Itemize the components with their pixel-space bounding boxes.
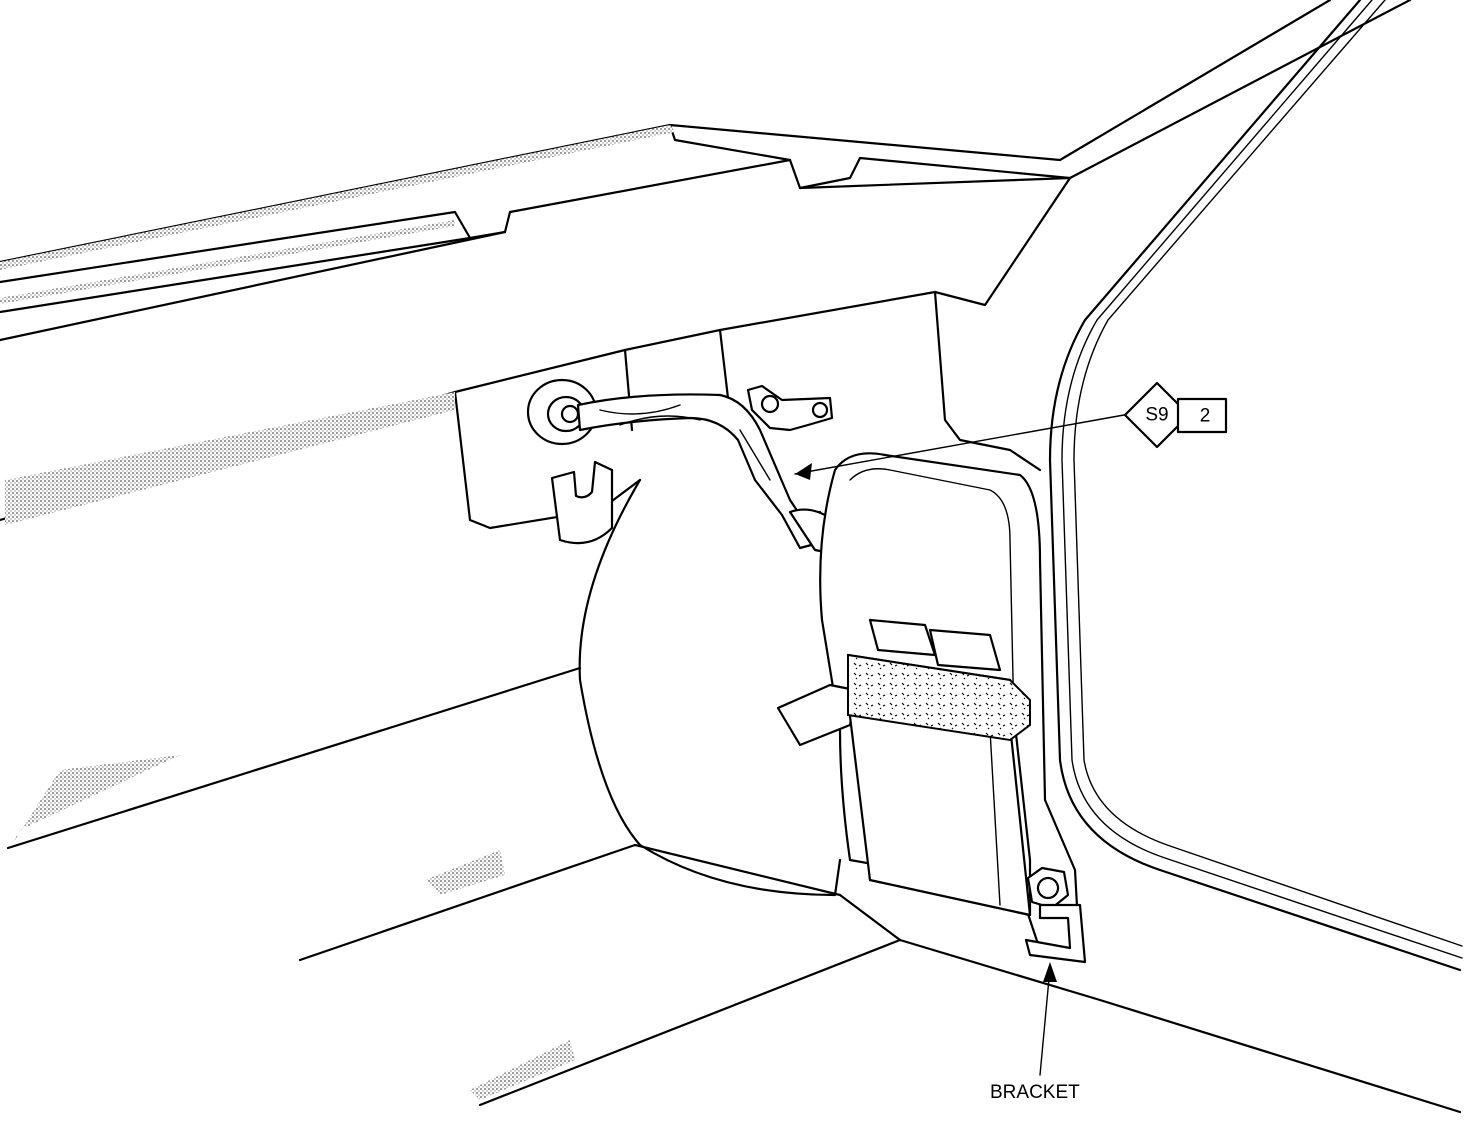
bracket-label: BRACKET: [990, 1082, 1080, 1103]
bracket: [1024, 903, 1087, 964]
callout-number: 2: [1200, 406, 1211, 427]
retaining-clip: [550, 460, 614, 545]
component-callout: S9 2: [794, 381, 1228, 480]
dashboard-panel: [0, 0, 1412, 342]
ground-strap-bolt: [746, 384, 834, 432]
door-opening-edge: [1048, 0, 1463, 972]
control-module: [846, 618, 1032, 917]
dash-lower-edge: [0, 176, 1072, 530]
bracket-callout: BRACKET: [990, 962, 1080, 1103]
kick-panel: [6, 478, 1462, 1114]
callout-code: S9: [1145, 405, 1168, 426]
mounting-bolt: [1026, 866, 1070, 910]
